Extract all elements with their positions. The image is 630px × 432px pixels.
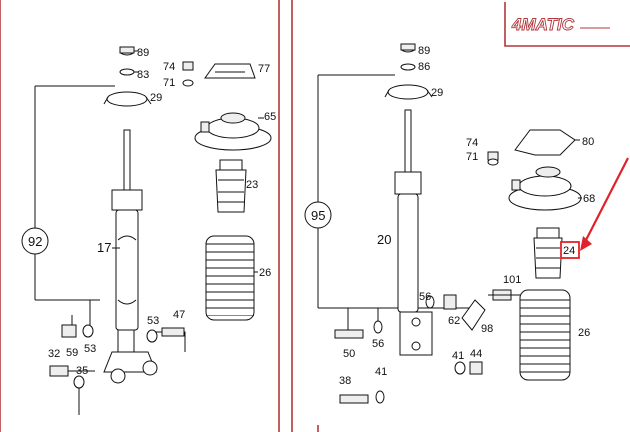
nut-74 — [182, 61, 194, 71]
svg-text:86: 86 — [418, 61, 430, 73]
washer-71 — [182, 79, 194, 87]
svg-text:56: 56 — [419, 291, 431, 303]
svg-text:23: 23 — [246, 179, 258, 191]
washer-53-upper — [146, 329, 158, 343]
washer-83 — [119, 68, 135, 76]
svg-text:44: 44 — [470, 348, 482, 360]
svg-text:74: 74 — [466, 137, 478, 149]
shock-absorber-20 — [394, 109, 433, 356]
bolt-47 — [161, 327, 185, 337]
svg-text:80: 80 — [582, 136, 594, 148]
svg-text:47: 47 — [173, 309, 185, 321]
bolt-38 — [339, 394, 369, 404]
svg-text:56: 56 — [372, 338, 384, 350]
nut-44 — [469, 361, 483, 375]
badge-text: 4MATIC — [511, 15, 575, 34]
washer-56 — [373, 320, 383, 334]
panel-divider — [278, 0, 293, 432]
svg-text:53: 53 — [147, 315, 159, 327]
svg-text:71: 71 — [163, 77, 175, 89]
svg-text:77: 77 — [258, 63, 270, 75]
svg-text:65: 65 — [264, 111, 276, 123]
bolt-50 — [334, 329, 364, 339]
dust-boot-26 — [205, 235, 255, 321]
svg-text:62: 62 — [448, 315, 460, 327]
shock-absorber-17 — [103, 129, 158, 384]
callout-95-label: 95 — [311, 208, 325, 223]
svg-text:59: 59 — [66, 347, 78, 359]
svg-text:29: 29 — [150, 92, 162, 104]
clamp-ring-29-right — [387, 84, 429, 100]
svg-text:35: 35 — [76, 365, 88, 377]
svg-text:17: 17 — [97, 240, 111, 255]
washer-35 — [73, 375, 85, 389]
callout-92-label: 92 — [28, 234, 42, 249]
callout-circle-92 — [21, 227, 49, 255]
svg-text:20: 20 — [377, 232, 391, 247]
4matic-badge: 4MATIC — [504, 2, 630, 47]
right-assembly: 95 89 86 29 20 74 71 80 — [304, 43, 629, 404]
svg-text:38: 38 — [339, 375, 351, 387]
svg-text:32: 32 — [48, 348, 60, 360]
svg-text:29: 29 — [431, 87, 443, 99]
washer-41 — [454, 361, 466, 375]
bracket-80 — [514, 129, 576, 156]
svg-text:50: 50 — [343, 348, 355, 360]
bump-stop-24 — [533, 227, 563, 279]
svg-text:89: 89 — [418, 45, 430, 57]
svg-text:41: 41 — [452, 350, 464, 362]
dust-boot-26-right — [519, 289, 571, 381]
nut-59 — [61, 324, 77, 338]
nut-62 — [443, 294, 457, 310]
washer-71-right — [487, 158, 499, 166]
callout-circle-95 — [304, 201, 332, 229]
svg-text:71: 71 — [466, 151, 478, 163]
washer-86 — [400, 63, 416, 71]
clamp-ring-29 — [106, 91, 148, 107]
pointer-arrow — [584, 157, 629, 243]
svg-text:26: 26 — [259, 267, 271, 279]
highlight-box-24 — [560, 241, 580, 259]
washer-41-lower — [375, 390, 385, 404]
svg-text:74: 74 — [163, 61, 175, 73]
svg-text:98: 98 — [481, 323, 493, 335]
svg-text:83: 83 — [137, 69, 149, 81]
svg-text:89: 89 — [137, 47, 149, 59]
svg-text:26: 26 — [578, 327, 590, 339]
highlighted-part-label: 24 — [563, 245, 575, 257]
washer-53 — [82, 324, 94, 338]
bracket-98 — [461, 299, 486, 331]
svg-text:101: 101 — [503, 274, 521, 286]
mount-plate-77 — [204, 63, 256, 79]
bolt-32 — [49, 365, 69, 377]
svg-text:53: 53 — [84, 343, 96, 355]
strut-mount-68 — [508, 166, 582, 211]
svg-text:68: 68 — [583, 193, 595, 205]
strut-mount-65 — [194, 112, 272, 151]
bump-stop-23 — [215, 159, 247, 213]
left-assembly: 92 89 83 29 17 74 71 — [21, 46, 276, 415]
svg-text:41: 41 — [375, 366, 387, 378]
